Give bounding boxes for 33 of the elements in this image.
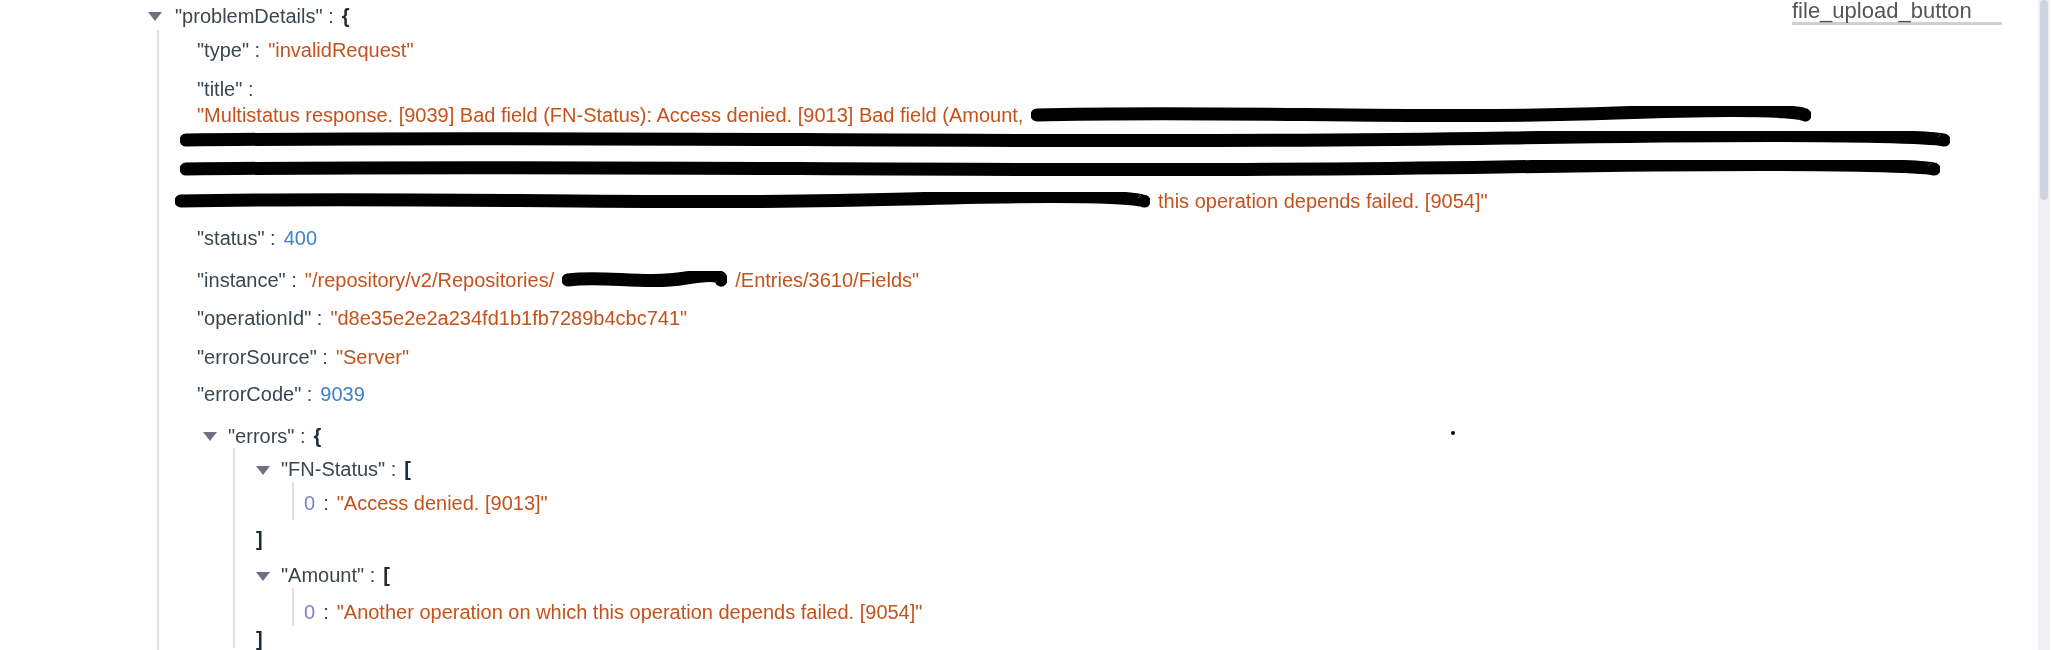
json-key: "operationId" :	[197, 305, 323, 331]
json-key: "title" :	[197, 76, 254, 102]
array-index: 0	[304, 491, 316, 516]
bracket: ]	[256, 627, 263, 650]
string-value: "d8e35e2e2a234fd1b1fb7289b4cbc741"	[330, 306, 688, 331]
json-key: "errorCode" :	[197, 381, 313, 407]
string-value: "Server"	[335, 345, 410, 370]
colon: :	[323, 600, 329, 625]
number-value: 400	[283, 226, 318, 251]
colon: :	[323, 491, 329, 516]
string-value: "invalidRequest"	[268, 38, 414, 63]
string-value: "Multistatus response. [9039] Bad field (FN-Status): Access denied. [9013] Bad field (Amount,	[197, 103, 1024, 128]
string-value: /Entries/3610/Fields"	[735, 268, 920, 293]
json-key: "Amount" :	[281, 562, 376, 588]
bracket: ]	[256, 527, 263, 552]
json-key: "errors" :	[228, 423, 306, 449]
json-key: "FN-Status" :	[281, 456, 397, 482]
bracket: [	[404, 457, 411, 482]
string-value: "/repository/v2/Repositories/	[304, 268, 555, 293]
bracket: {	[341, 4, 350, 29]
string-value: "Another operation on which this operation depends failed. [9054]"	[336, 600, 923, 625]
string-value: "Access denied. [9013]"	[336, 491, 548, 516]
json-key: "status" :	[197, 225, 276, 251]
bracket: {	[313, 424, 322, 449]
json-key: "type" :	[197, 37, 261, 63]
json-key: "instance" :	[197, 267, 297, 293]
bracket: [	[383, 563, 390, 588]
json-key: "errorSource" :	[197, 344, 328, 370]
string-value: this operation depends failed. [9054]"	[1158, 189, 1488, 214]
array-index: 0	[304, 600, 316, 625]
field-label: file_upload_button	[1792, 0, 2002, 25]
number-value: 9039	[320, 382, 365, 407]
json-key: "problemDetails" :	[175, 3, 334, 29]
